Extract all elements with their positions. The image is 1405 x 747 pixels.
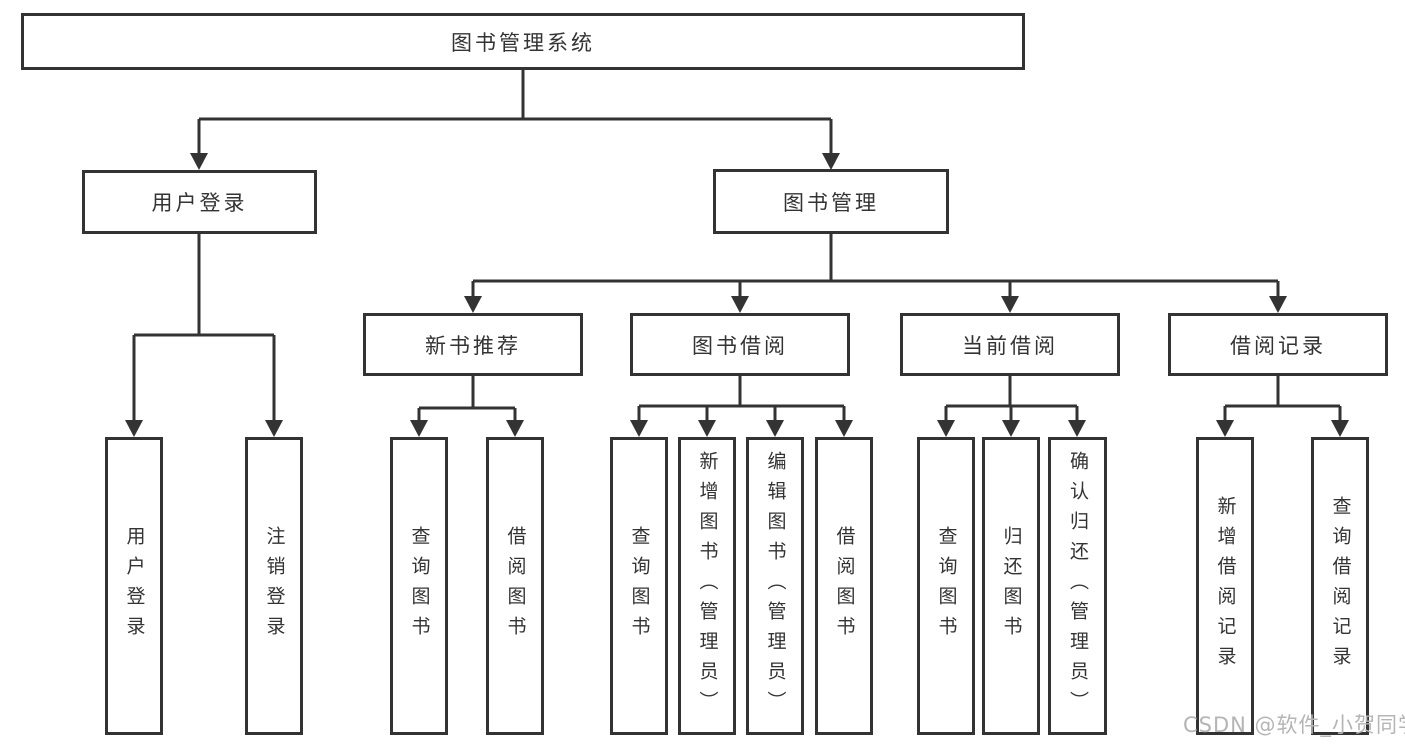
node-leaf-newrec-borrow-books: 借阅图书: [486, 437, 544, 735]
node-label: 归还图书: [1000, 526, 1023, 646]
node-label: 注销登录: [263, 526, 286, 646]
connector-current-borrow-to-leaves: [937, 376, 1086, 437]
node-section-borrow-records: 借阅记录: [1168, 313, 1388, 376]
node-leaf-borrow-borrow-books: 借阅图书: [815, 437, 873, 735]
node-leaf-records-query-borrow-record: 查询借阅记录: [1311, 437, 1369, 735]
node-label: 新书推荐: [425, 333, 521, 358]
node-label: 确认归还（管理员）: [1067, 451, 1089, 721]
node-leaf-borrow-edit-books-admin: 编辑图书（管理员）: [746, 437, 804, 735]
node-label: 编辑图书（管理员）: [764, 451, 787, 721]
node-label: 借阅记录: [1230, 333, 1326, 358]
connector-new-book-recommend-to-leaves: [410, 376, 524, 437]
node-label: 借阅图书: [833, 526, 856, 646]
node-label: 用户登录: [123, 526, 146, 646]
node-leaf-logout: 注销登录: [245, 437, 303, 735]
node-leaf-newrec-query-books: 查询图书: [390, 437, 448, 735]
connector-root-to-level2: [190, 70, 840, 170]
node-label: 查询图书: [408, 526, 431, 646]
node-label: 用户登录: [151, 191, 248, 215]
node-label: 新增借阅记录: [1214, 496, 1237, 676]
node-label: 查询图书: [935, 526, 958, 646]
node-leaf-user-login: 用户登录: [105, 437, 163, 735]
node-section-new-book-recommend: 新书推荐: [363, 313, 583, 376]
csdn-watermark: CSDN @软件_小贺同学: [1183, 713, 1405, 737]
connector-borrow-records-to-leaves: [1216, 376, 1349, 437]
connector-book-management-to-sections: [464, 234, 1287, 313]
connector-book-borrow-to-leaves: [630, 376, 853, 437]
connector-user-login-to-leaves: [125, 234, 283, 437]
node-root-system: 图书管理系统: [21, 13, 1025, 70]
node-branch-book-management: 图书管理: [713, 169, 949, 234]
node-section-current-borrow: 当前借阅: [900, 313, 1120, 376]
node-leaf-current-return-books: 归还图书: [982, 437, 1040, 735]
node-branch-user-login: 用户登录: [82, 170, 317, 234]
node-label: 当前借阅: [962, 333, 1058, 358]
node-label: 图书管理系统: [451, 30, 595, 55]
node-label: 新增图书（管理员）: [696, 451, 719, 721]
node-label: 图书管理: [783, 190, 879, 215]
node-section-book-borrow: 图书借阅: [630, 313, 850, 376]
node-label: 图书借阅: [692, 333, 788, 358]
node-leaf-borrow-query-books: 查询图书: [610, 437, 668, 735]
node-leaf-current-confirm-return-admin: 确认归还（管理员）: [1048, 437, 1107, 735]
node-leaf-borrow-add-books-admin: 新增图书（管理员）: [678, 437, 736, 735]
node-leaf-records-add-borrow-record: 新增借阅记录: [1196, 437, 1254, 735]
node-label: 查询借阅记录: [1329, 496, 1352, 676]
node-leaf-current-query-books: 查询图书: [917, 437, 975, 735]
node-label: 查询图书: [628, 526, 651, 646]
node-label: 借阅图书: [504, 526, 527, 646]
